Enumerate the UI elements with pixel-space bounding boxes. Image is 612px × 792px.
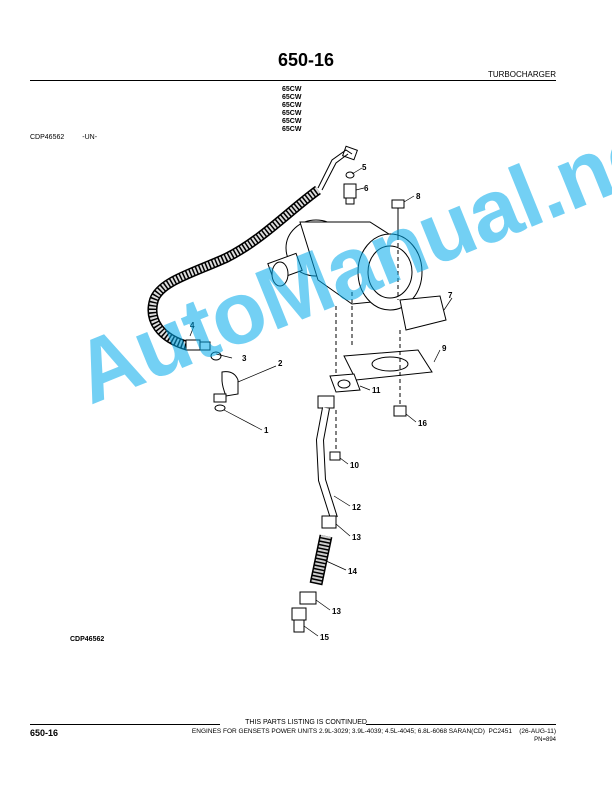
bolt-10 <box>329 451 341 461</box>
model-code: 65CW <box>282 102 302 109</box>
gasket-11 <box>329 373 361 393</box>
callout-13-upper: 13 <box>352 533 361 542</box>
footer-pn: PN=894 <box>534 737 556 743</box>
figure-id: CDP46562 <box>70 636 105 643</box>
continued-notice: THIS PARTS LISTING IS CONTINUED <box>245 719 367 726</box>
banjo-fitting <box>342 145 358 161</box>
page-title: 650-16 <box>277 50 335 70</box>
callout-16: 16 <box>418 419 427 428</box>
fitting-6 <box>343 183 357 199</box>
callout-10: 10 <box>350 461 359 470</box>
callout-9: 9 <box>442 344 447 353</box>
model-code: 65CW <box>282 126 302 133</box>
callout-11: 11 <box>372 386 381 395</box>
callout-5: 5 <box>362 163 367 172</box>
clamp-13-upper <box>321 515 337 529</box>
gasket-9 <box>343 349 433 381</box>
nut-16 <box>393 405 407 417</box>
model-code: 65CW <box>282 86 302 93</box>
footer-catalog: PC2451 <box>488 728 513 735</box>
elbow-fitting <box>221 371 239 397</box>
oil-line-rigid <box>317 149 353 189</box>
washer-1 <box>214 404 226 412</box>
model-code: 65CW <box>282 94 302 101</box>
footer-rule-right <box>366 724 556 725</box>
callout-12: 12 <box>352 503 361 512</box>
footer-page-number: 650-16 <box>30 728 59 738</box>
footer-description: ENGINES FOR GENSETS POWER UNITS 2.9L-302… <box>191 728 485 735</box>
callout-7: 7 <box>448 291 453 300</box>
model-code: 65CW <box>282 110 302 117</box>
model-code: 65CW <box>282 118 302 125</box>
callout-13-lower: 13 <box>332 607 341 616</box>
callout-4: 4 <box>190 321 195 330</box>
callout-1: 1 <box>264 426 269 435</box>
section-title: TURBOCHARGER <box>487 70 556 79</box>
braided-hose <box>149 187 321 350</box>
tube-flange <box>317 395 335 409</box>
fitting-15 <box>291 607 307 621</box>
turbine-flange <box>399 295 447 331</box>
drain-hose <box>311 534 331 586</box>
footer-rule-left <box>30 724 220 725</box>
clamp-13-lower <box>299 591 317 605</box>
footer-description-line: ENGINES FOR GENSETS POWER UNITS 2.9L-302… <box>192 728 556 735</box>
callout-6: 6 <box>364 184 369 193</box>
figure-reference: CDP46562 -UN- <box>30 134 115 141</box>
model-list: 65CW 65CW 65CW 65CW 65CW 65CW <box>282 86 301 134</box>
washer-5 <box>345 171 355 179</box>
callout-8: 8 <box>416 192 421 201</box>
figure-ref-suffix: -UN- <box>82 134 98 141</box>
turbine-housing <box>357 233 423 311</box>
figure-ref-code: CDP46562 <box>30 134 65 141</box>
header-rule <box>30 80 556 81</box>
callout-2: 2 <box>278 359 283 368</box>
fitting-3 <box>210 351 222 361</box>
callout-14: 14 <box>348 567 357 576</box>
callout-3: 3 <box>242 354 247 363</box>
callout-15: 15 <box>320 633 329 642</box>
footer-date: (26-AUG-11) <box>519 728 556 735</box>
